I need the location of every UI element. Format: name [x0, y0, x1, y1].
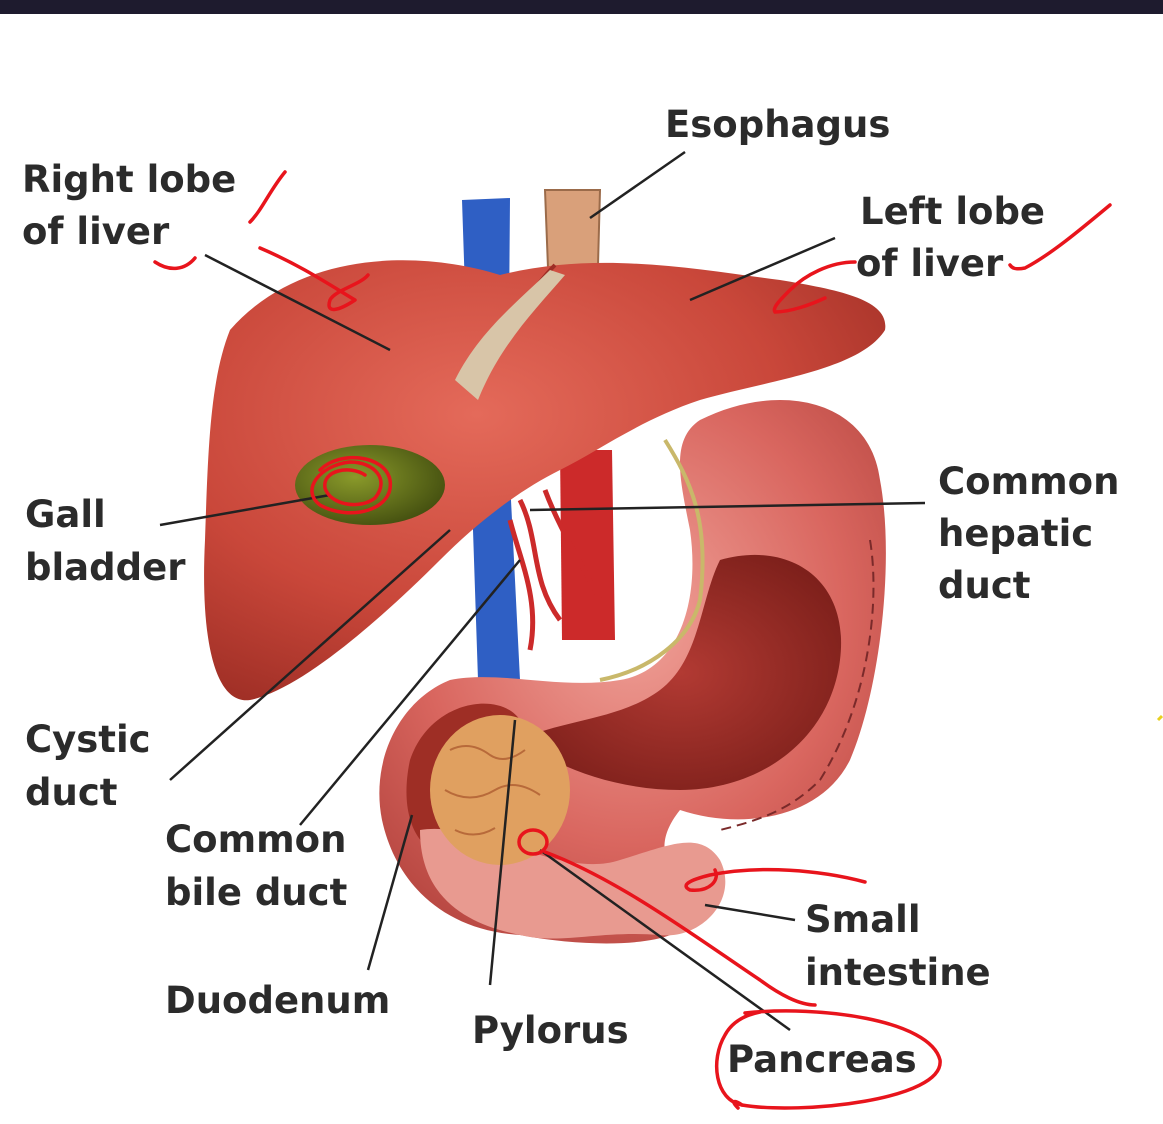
digestive-organs-diagram: Esophagus Right lobe of liver Left lobe …	[0, 14, 1163, 1124]
label-pancreas: Pancreas	[727, 1038, 917, 1081]
label-right-lobe-line1: Right lobe	[22, 158, 236, 201]
label-bile-line1: Common	[165, 818, 346, 861]
pancreas-shape	[430, 715, 570, 865]
label-pylorus: Pylorus	[472, 1009, 629, 1052]
label-hepatic-line1: Common	[938, 460, 1119, 503]
label-left-lobe-line2: of liver	[856, 242, 1004, 285]
yellow-mark	[1158, 716, 1162, 720]
tick-right-lobe	[250, 172, 285, 222]
label-small-line2: intestine	[805, 951, 991, 994]
leader-small-intestine	[705, 905, 795, 920]
label-small-line1: Small	[805, 898, 921, 941]
label-left-lobe-line1: Left lobe	[860, 190, 1045, 233]
esophagus-tube	[545, 190, 600, 268]
label-bile-line2: bile duct	[165, 871, 347, 914]
image-panel: Esophagus Right lobe of liver Left lobe …	[0, 14, 1163, 1124]
label-right-lobe-line2: of liver	[22, 210, 170, 253]
leader-esophagus	[590, 152, 685, 218]
label-cystic-line1: Cystic	[25, 718, 151, 761]
label-hepatic-line3: duct	[938, 564, 1030, 607]
label-esophagus: Esophagus	[665, 103, 890, 146]
label-duodenum: Duodenum	[165, 979, 390, 1022]
gallbladder	[295, 445, 445, 525]
label-gall-line1: Gall	[25, 493, 106, 536]
label-gall-line2: bladder	[25, 546, 186, 589]
underline-right-lobe	[155, 258, 195, 268]
label-cystic-line2: duct	[25, 771, 117, 814]
label-hepatic-line2: hepatic	[938, 512, 1093, 555]
